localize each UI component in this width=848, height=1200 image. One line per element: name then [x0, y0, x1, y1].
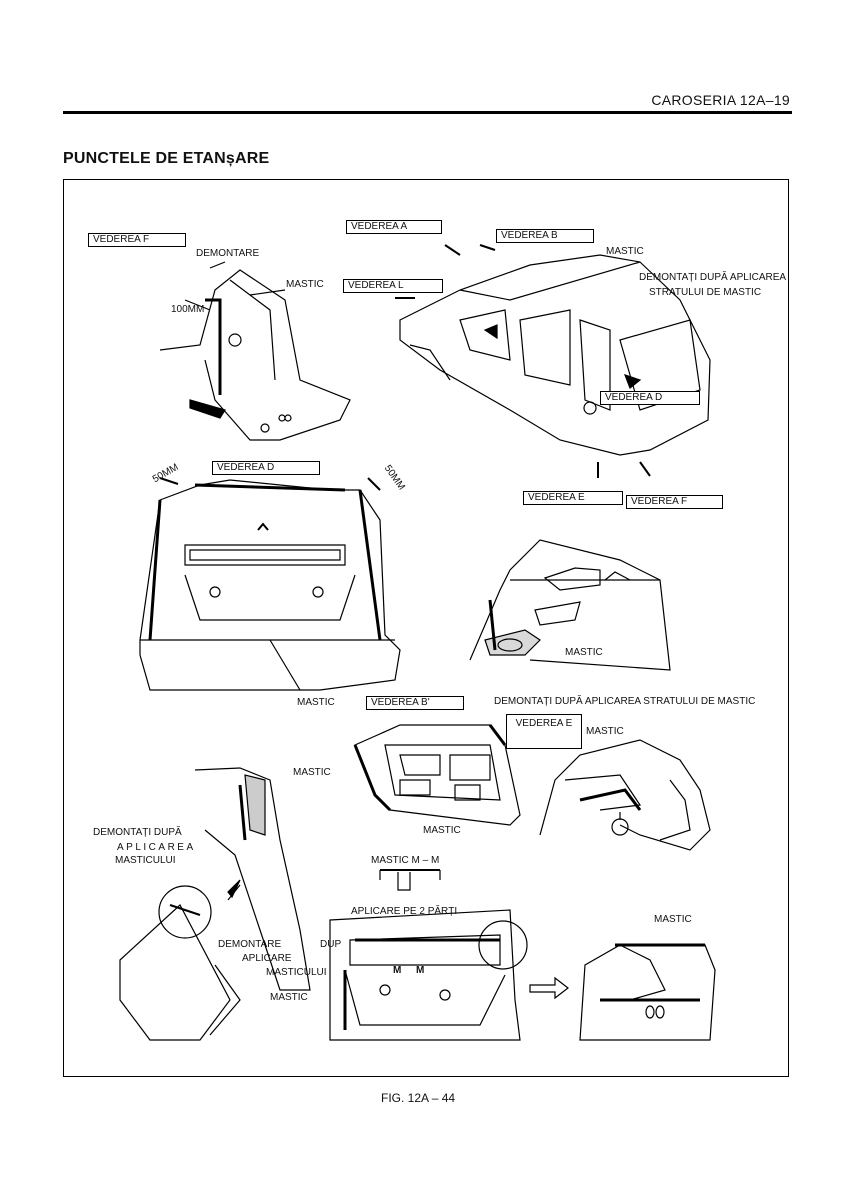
car-body-drawing [395, 244, 711, 478]
door-frame-drawing [119, 767, 311, 1041]
label-aplicare: APLICARE [242, 953, 292, 964]
label-mastic-3: MASTIC [565, 647, 603, 658]
figure-frame [63, 179, 789, 1077]
view-f-box-bottom: VEDEREA F [626, 495, 723, 509]
rear-floor-drawing [329, 909, 569, 1041]
view-e-box-bottom: VEDEREA E [523, 491, 623, 505]
view-b-box: VEDEREA B [496, 229, 594, 243]
label-m-2: M [416, 965, 425, 976]
tailgate-inner-drawing [353, 724, 521, 826]
view-d-box-trunk: VEDEREA D [212, 461, 320, 475]
label-masticului-2: MASTICULUI [115, 855, 176, 866]
view-f-detail-drawing [159, 261, 351, 441]
rear-quarter-drawing [469, 539, 671, 671]
label-aplicarea-spaced: APLICAREA [117, 842, 196, 853]
label-demontati-top: DEMONTAȚI DUPĂ APLICAREA [639, 272, 787, 283]
view-e-detail-drawing [539, 739, 711, 851]
rear-corner-drawing [579, 943, 716, 1041]
label-demontati-mid: DEMONTAȚI DUPĂ APLICAREA STRATULUI DE MA… [494, 696, 756, 707]
trunk-floor-drawing [139, 477, 401, 691]
view-b-prime-box: VEDEREA B' [366, 696, 464, 710]
label-demontati-dupa: DEMONTAȚI DUPĂ [93, 827, 182, 838]
label-aplicare-2parti: APLICARE PE 2 PĂRȚI [351, 906, 458, 917]
view-l-box: VEDEREA L [343, 279, 443, 293]
page-header-section: CAROSERIA 12A–19 [651, 92, 790, 108]
label-mastic-mm: MASTIC M – M [371, 855, 440, 866]
label-masticului: MASTICULUI [266, 967, 327, 978]
view-e-detail-box: VEDEREA E [506, 714, 582, 749]
label-mastic-2: MASTIC [606, 246, 644, 257]
label-m-1: M [393, 965, 402, 976]
label-mastic-4: MASTIC [297, 697, 335, 708]
view-a-box: VEDEREA A [346, 220, 442, 234]
header-rule [63, 111, 792, 114]
label-demontare-1: DEMONTARE [196, 248, 260, 259]
mm-section-drawing [379, 869, 441, 891]
view-d-box-car: VEDEREA D [600, 391, 700, 405]
label-mastic-6: MASTIC [293, 767, 331, 778]
label-mastic-1: MASTIC [286, 279, 324, 290]
label-demontare-2: DEMONTARE [218, 939, 282, 950]
label-100mm: 100MM [171, 304, 205, 315]
label-mastic-9: MASTIC [270, 992, 308, 1003]
label-dupa-partial: DUP [320, 939, 342, 950]
label-mastic-8: MASTIC [654, 914, 692, 925]
label-stratului: STRATULUI DE MASTIC [649, 287, 762, 298]
page-title: PUNCTELE DE ETANșARE [63, 150, 270, 167]
view-f-box-top: VEDEREA F [88, 233, 186, 247]
label-mastic-7: MASTIC [423, 825, 461, 836]
figure-caption: FIG. 12A – 44 [381, 1091, 456, 1105]
label-mastic-5: MASTIC [586, 726, 624, 737]
